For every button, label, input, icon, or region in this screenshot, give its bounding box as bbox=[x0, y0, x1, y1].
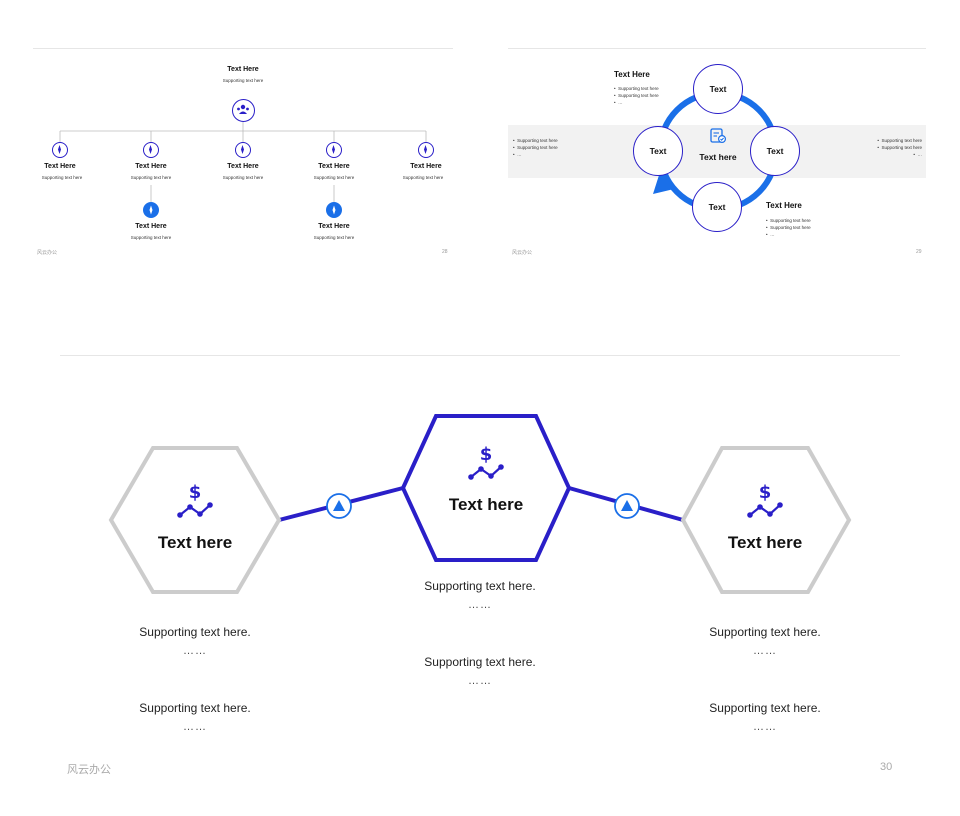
right-support-1: Supporting text here. bbox=[709, 625, 821, 639]
list-item: • Supporting text here bbox=[614, 86, 659, 91]
org-node-1-title: Text Here bbox=[44, 163, 76, 170]
cycle-bottom-right-title: Text Here bbox=[766, 201, 802, 210]
slide-footer-brand: 风云办公 bbox=[37, 250, 58, 256]
svg-text:$: $ bbox=[759, 482, 772, 503]
org-node-2-title: Text Here bbox=[135, 163, 167, 170]
slide-cycle: • Supporting text here • Supporting text… bbox=[508, 45, 926, 260]
cycle-center-label: Text here bbox=[699, 152, 737, 162]
hexagon-left bbox=[108, 446, 282, 594]
org-node-3-icon bbox=[235, 142, 251, 158]
center-support-2-dots: …… bbox=[468, 675, 492, 687]
cycle-node-top: Text bbox=[693, 64, 743, 114]
org-node-5-title: Text Here bbox=[410, 163, 442, 170]
org-node-5-subtitle: Supporting text here bbox=[402, 175, 444, 180]
org-top-subtitle: Supporting text here bbox=[222, 78, 264, 83]
svg-text:$: $ bbox=[480, 444, 493, 465]
org-connectors bbox=[59, 121, 427, 202]
hexagon-right bbox=[680, 446, 852, 594]
list-item: • Supporting text here bbox=[766, 218, 811, 223]
pen-icon bbox=[58, 145, 61, 154]
left-support-1-dots: …… bbox=[183, 645, 207, 657]
left-support-1: Supporting text here. bbox=[139, 625, 251, 639]
hex-center-title: Text here bbox=[448, 495, 524, 514]
org-node-5-icon bbox=[418, 142, 434, 158]
list-item: • Supporting text here bbox=[877, 138, 922, 143]
org-node-1-icon bbox=[52, 142, 68, 158]
org-node-2-icon bbox=[143, 142, 159, 158]
slide-page-number: 30 bbox=[880, 761, 893, 773]
hex-right-title: Text here bbox=[727, 533, 803, 552]
org-node-4-subtitle: Supporting text here bbox=[313, 175, 355, 180]
cycle-node-left: Text bbox=[633, 126, 683, 176]
center-support-1-dots: …… bbox=[468, 599, 492, 611]
right-band-list: • Supporting text here • Supporting text… bbox=[877, 137, 922, 158]
cycle-top-left-list: • Supporting text here • Supporting text… bbox=[614, 85, 659, 106]
org-subnode-1-icon bbox=[143, 202, 159, 218]
slide-top-rule bbox=[508, 48, 926, 49]
pen-icon bbox=[149, 145, 152, 154]
org-subnode-2-subtitle: Supporting text here bbox=[313, 235, 355, 240]
list-item: • Supporting text here bbox=[766, 225, 811, 230]
slide-footer-brand: 风云办公 bbox=[512, 250, 533, 256]
org-subnode-2-title: Text Here bbox=[318, 223, 350, 230]
org-node-4-icon bbox=[326, 142, 342, 158]
list-item: • Supporting text here bbox=[614, 93, 659, 98]
left-support-2: Supporting text here. bbox=[139, 701, 251, 715]
org-node-1-subtitle: Supporting text here bbox=[41, 175, 83, 180]
org-node-3-subtitle: Supporting text here bbox=[222, 175, 264, 180]
org-subnode-1-subtitle: Supporting text here bbox=[130, 235, 172, 240]
right-support-1-dots: …… bbox=[753, 645, 777, 657]
hex-left-title: Text here bbox=[157, 533, 233, 552]
list-item: • … bbox=[513, 152, 522, 157]
org-subnode-2-icon bbox=[326, 202, 342, 218]
list-item: • … bbox=[766, 232, 775, 237]
list-item: • … bbox=[614, 100, 623, 105]
slide-footer-brand: 风云办公 bbox=[67, 764, 111, 776]
hexagon-center bbox=[400, 414, 572, 562]
slide-top-rule bbox=[33, 48, 453, 49]
pen-icon bbox=[149, 205, 153, 215]
list-item: • Supporting text here bbox=[513, 138, 558, 143]
dollar-chart-icon: $ bbox=[747, 482, 783, 518]
list-item: • Supporting text here bbox=[877, 145, 922, 150]
org-node-4-title: Text Here bbox=[318, 163, 350, 170]
left-support-2-dots: …… bbox=[183, 721, 207, 733]
cycle-node-right: Text bbox=[750, 126, 800, 176]
pen-icon bbox=[241, 145, 244, 154]
center-support-2: Supporting text here. bbox=[424, 655, 536, 669]
cycle-arrow-icon bbox=[653, 172, 674, 194]
team-icon bbox=[237, 104, 249, 114]
cycle-top-left-title: Text Here bbox=[614, 70, 650, 79]
org-node-2-subtitle: Supporting text here bbox=[130, 175, 172, 180]
svg-text:$: $ bbox=[189, 482, 202, 503]
org-top-node bbox=[232, 99, 255, 122]
cycle-bottom-right-list: • Supporting text here • Supporting text… bbox=[766, 217, 811, 238]
pen-icon bbox=[424, 145, 427, 154]
slide-page-number: 28 bbox=[442, 249, 448, 255]
clipboard-check-icon bbox=[710, 128, 727, 144]
left-band-list: • Supporting text here • Supporting text… bbox=[513, 137, 558, 158]
cycle-node-bottom: Text bbox=[692, 182, 742, 232]
triangle-up-icon bbox=[621, 500, 633, 511]
slide-top-rule bbox=[60, 355, 900, 356]
list-item: • Supporting text here bbox=[513, 145, 558, 150]
org-subnode-1-title: Text Here bbox=[135, 223, 167, 230]
gray-band bbox=[508, 125, 926, 178]
triangle-up-icon bbox=[333, 500, 345, 511]
org-node-3-title: Text Here bbox=[227, 163, 259, 170]
dollar-chart-icon: $ bbox=[468, 444, 504, 480]
org-top-title: Text Here bbox=[227, 66, 259, 73]
pen-icon bbox=[332, 145, 335, 154]
hexagon-diagram bbox=[108, 414, 852, 594]
dollar-chart-icon: $ bbox=[177, 482, 213, 518]
slide-org-chart: Text Here Supporting text here Te bbox=[33, 45, 453, 260]
pen-icon bbox=[332, 205, 336, 215]
list-item: • … bbox=[913, 152, 922, 157]
right-support-2-dots: …… bbox=[753, 721, 777, 733]
center-support-1: Supporting text here. bbox=[424, 579, 536, 593]
slide-page-number: 29 bbox=[916, 249, 922, 255]
right-support-2: Supporting text here. bbox=[709, 701, 821, 715]
